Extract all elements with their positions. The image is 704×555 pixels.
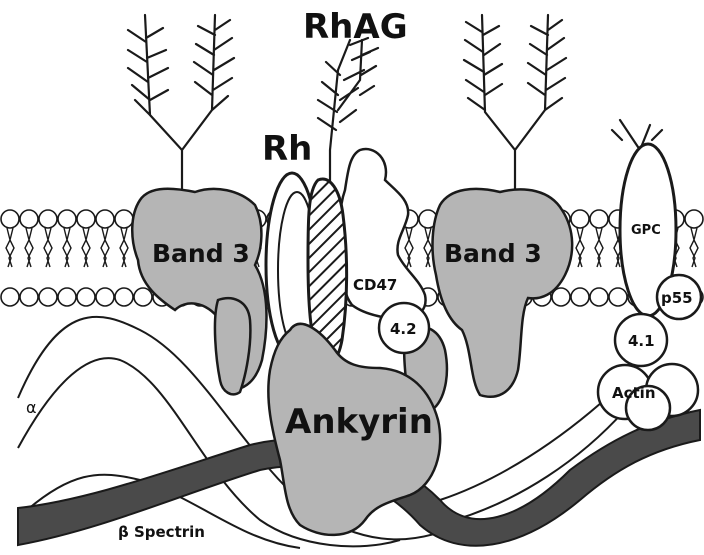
lipid-head-outer xyxy=(115,210,133,228)
lipid-head-inner xyxy=(1,288,19,306)
lipid-tail xyxy=(6,228,14,267)
lipid-tail xyxy=(405,228,413,267)
lipid-tail xyxy=(44,228,52,267)
lipid-tail xyxy=(25,228,33,267)
lipid-tail xyxy=(690,228,698,267)
lipid-head-outer xyxy=(1,210,19,228)
lipid-head-inner xyxy=(609,288,627,306)
lipid-tail xyxy=(120,228,128,267)
protein-41-label: 4.1 xyxy=(628,332,655,350)
rh-label: Rh xyxy=(262,129,312,169)
gpc-label: GPC xyxy=(631,223,661,238)
lipid-head-outer xyxy=(58,210,76,228)
band3-left-label: Band 3 xyxy=(152,239,250,268)
lipid-head-inner xyxy=(571,288,589,306)
lipid-head-outer xyxy=(20,210,38,228)
ankyrin-label: Ankyrin xyxy=(285,402,433,442)
lipid-head-inner xyxy=(39,288,57,306)
cd47-label: CD47 xyxy=(353,276,397,294)
alpha-label: α xyxy=(26,398,37,417)
rhag-label: RhAG xyxy=(303,7,408,47)
lipid-head-inner xyxy=(134,288,152,306)
beta-spectrin-label: β Spectrin xyxy=(118,523,205,541)
lipid-head-inner xyxy=(590,288,608,306)
lipid-tail xyxy=(63,228,71,267)
lipid-tail xyxy=(595,228,603,267)
lipid-head-inner xyxy=(20,288,38,306)
p55-label: p55 xyxy=(661,289,693,307)
protein-42-label: 4.2 xyxy=(390,320,417,338)
lipid-tail xyxy=(424,228,432,267)
lipid-head-outer xyxy=(96,210,114,228)
lipid-tail xyxy=(576,228,584,267)
lipid-head-outer xyxy=(39,210,57,228)
band3-right-label: Band 3 xyxy=(444,239,542,268)
lipid-head-outer xyxy=(571,210,589,228)
lipid-head-inner xyxy=(77,288,95,306)
lipid-tail xyxy=(82,228,90,267)
lipid-head-inner xyxy=(96,288,114,306)
lipid-head-outer xyxy=(77,210,95,228)
actin-label: Actin xyxy=(612,384,656,402)
lipid-tail xyxy=(101,228,109,267)
lipid-head-outer xyxy=(685,210,703,228)
lipid-head-outer xyxy=(590,210,608,228)
lipid-head-inner xyxy=(115,288,133,306)
lipid-head-inner xyxy=(58,288,76,306)
band3-right-shape xyxy=(433,189,573,397)
